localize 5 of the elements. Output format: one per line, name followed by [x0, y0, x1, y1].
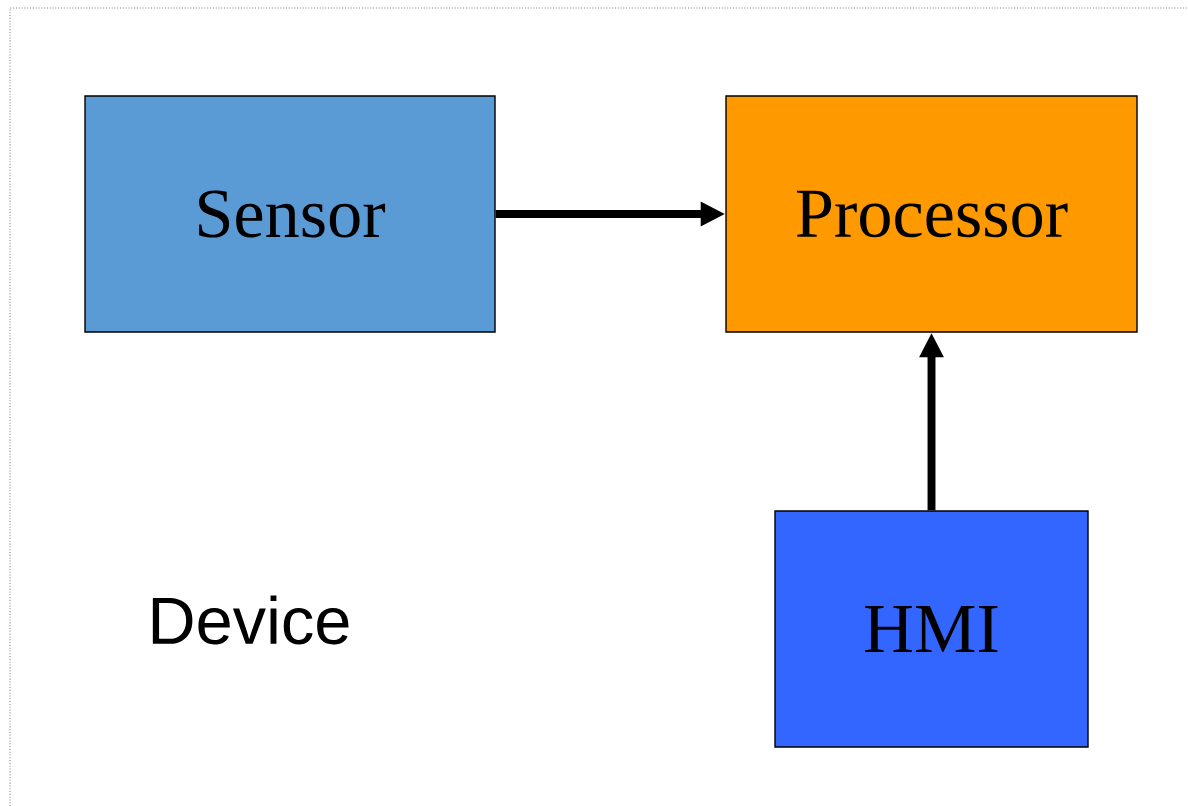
- process-box: Processor: [725, 95, 1138, 333]
- device-frame: [9, 7, 1188, 806]
- process-box: HMI: [774, 510, 1089, 748]
- frame-label: Device: [152, 595, 349, 645]
- process-box: Sensor: [84, 95, 496, 333]
